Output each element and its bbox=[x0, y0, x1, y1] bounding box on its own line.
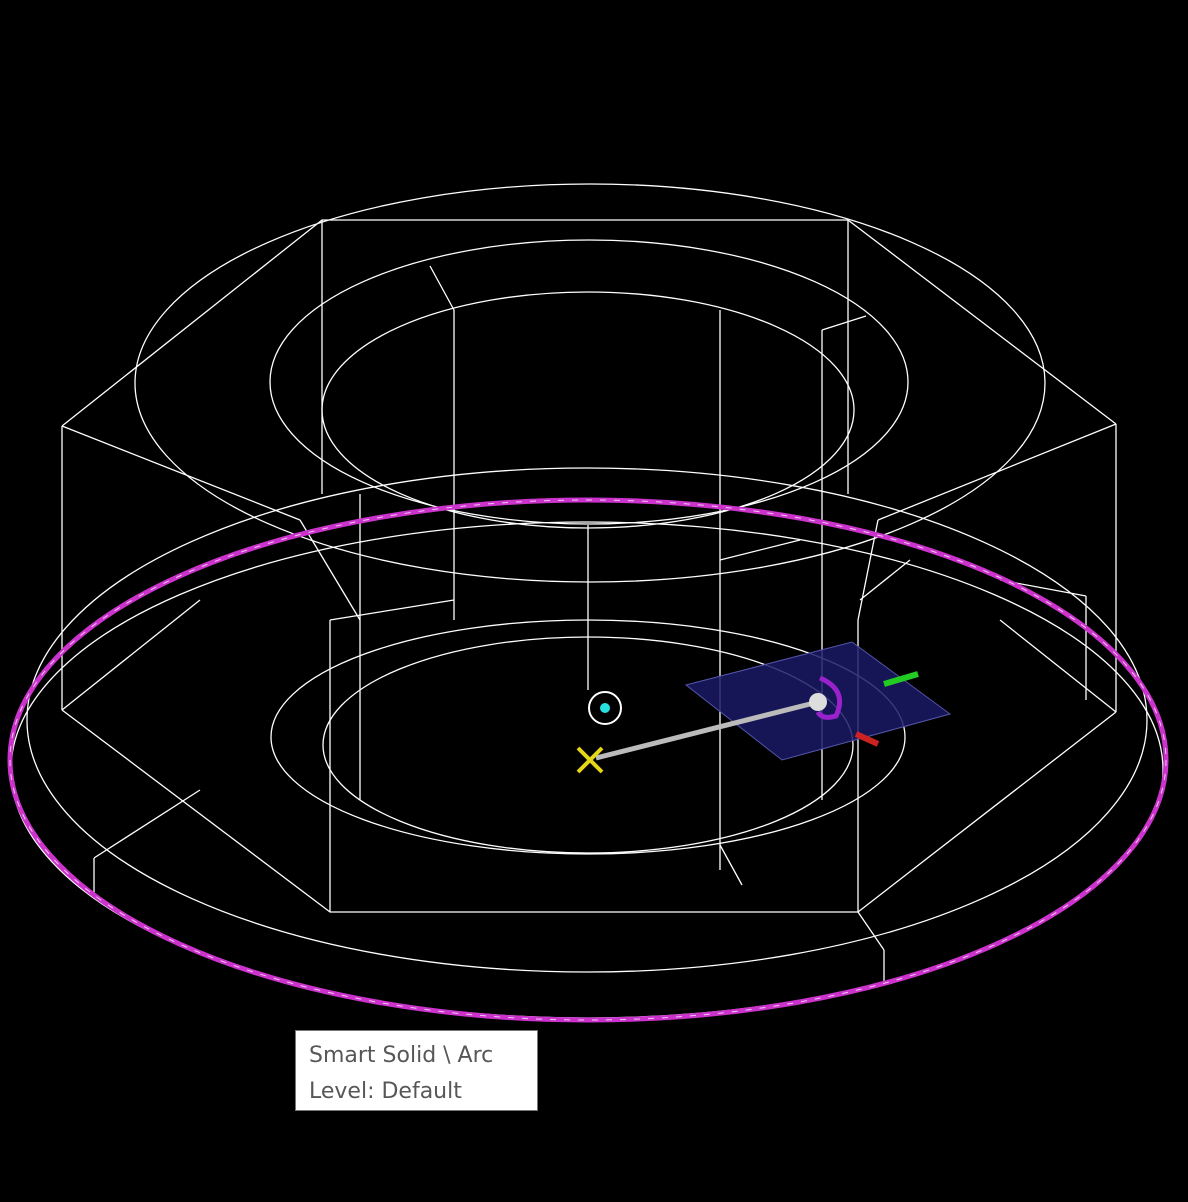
top-bore-ellipse[interactable] bbox=[321, 291, 855, 529]
x-axis-marker[interactable] bbox=[854, 731, 880, 747]
tooltip-level: Level: Default bbox=[309, 1079, 462, 1104]
drag-line bbox=[595, 699, 819, 761]
origin-marker-icon[interactable] bbox=[576, 746, 604, 774]
top-counterbore-ellipse[interactable] bbox=[269, 239, 909, 525]
hex-bottom-edge[interactable] bbox=[61, 709, 1117, 913]
hex-top-edge[interactable] bbox=[61, 219, 1117, 427]
flange-top-ellipse[interactable] bbox=[26, 467, 1148, 973]
highlighted-arc[interactable] bbox=[7, 497, 1169, 1023]
element-tooltip: Smart Solid \ Arc Level: Default bbox=[295, 1030, 538, 1111]
rotate-handle-icon[interactable] bbox=[815, 675, 842, 720]
top-chamfer-ellipse[interactable] bbox=[134, 183, 1046, 583]
y-axis-marker[interactable] bbox=[883, 671, 919, 687]
tooltip-element-type: Smart Solid \ Arc bbox=[309, 1043, 494, 1068]
drag-handle[interactable] bbox=[809, 693, 827, 711]
center-point-icon[interactable] bbox=[588, 691, 622, 725]
